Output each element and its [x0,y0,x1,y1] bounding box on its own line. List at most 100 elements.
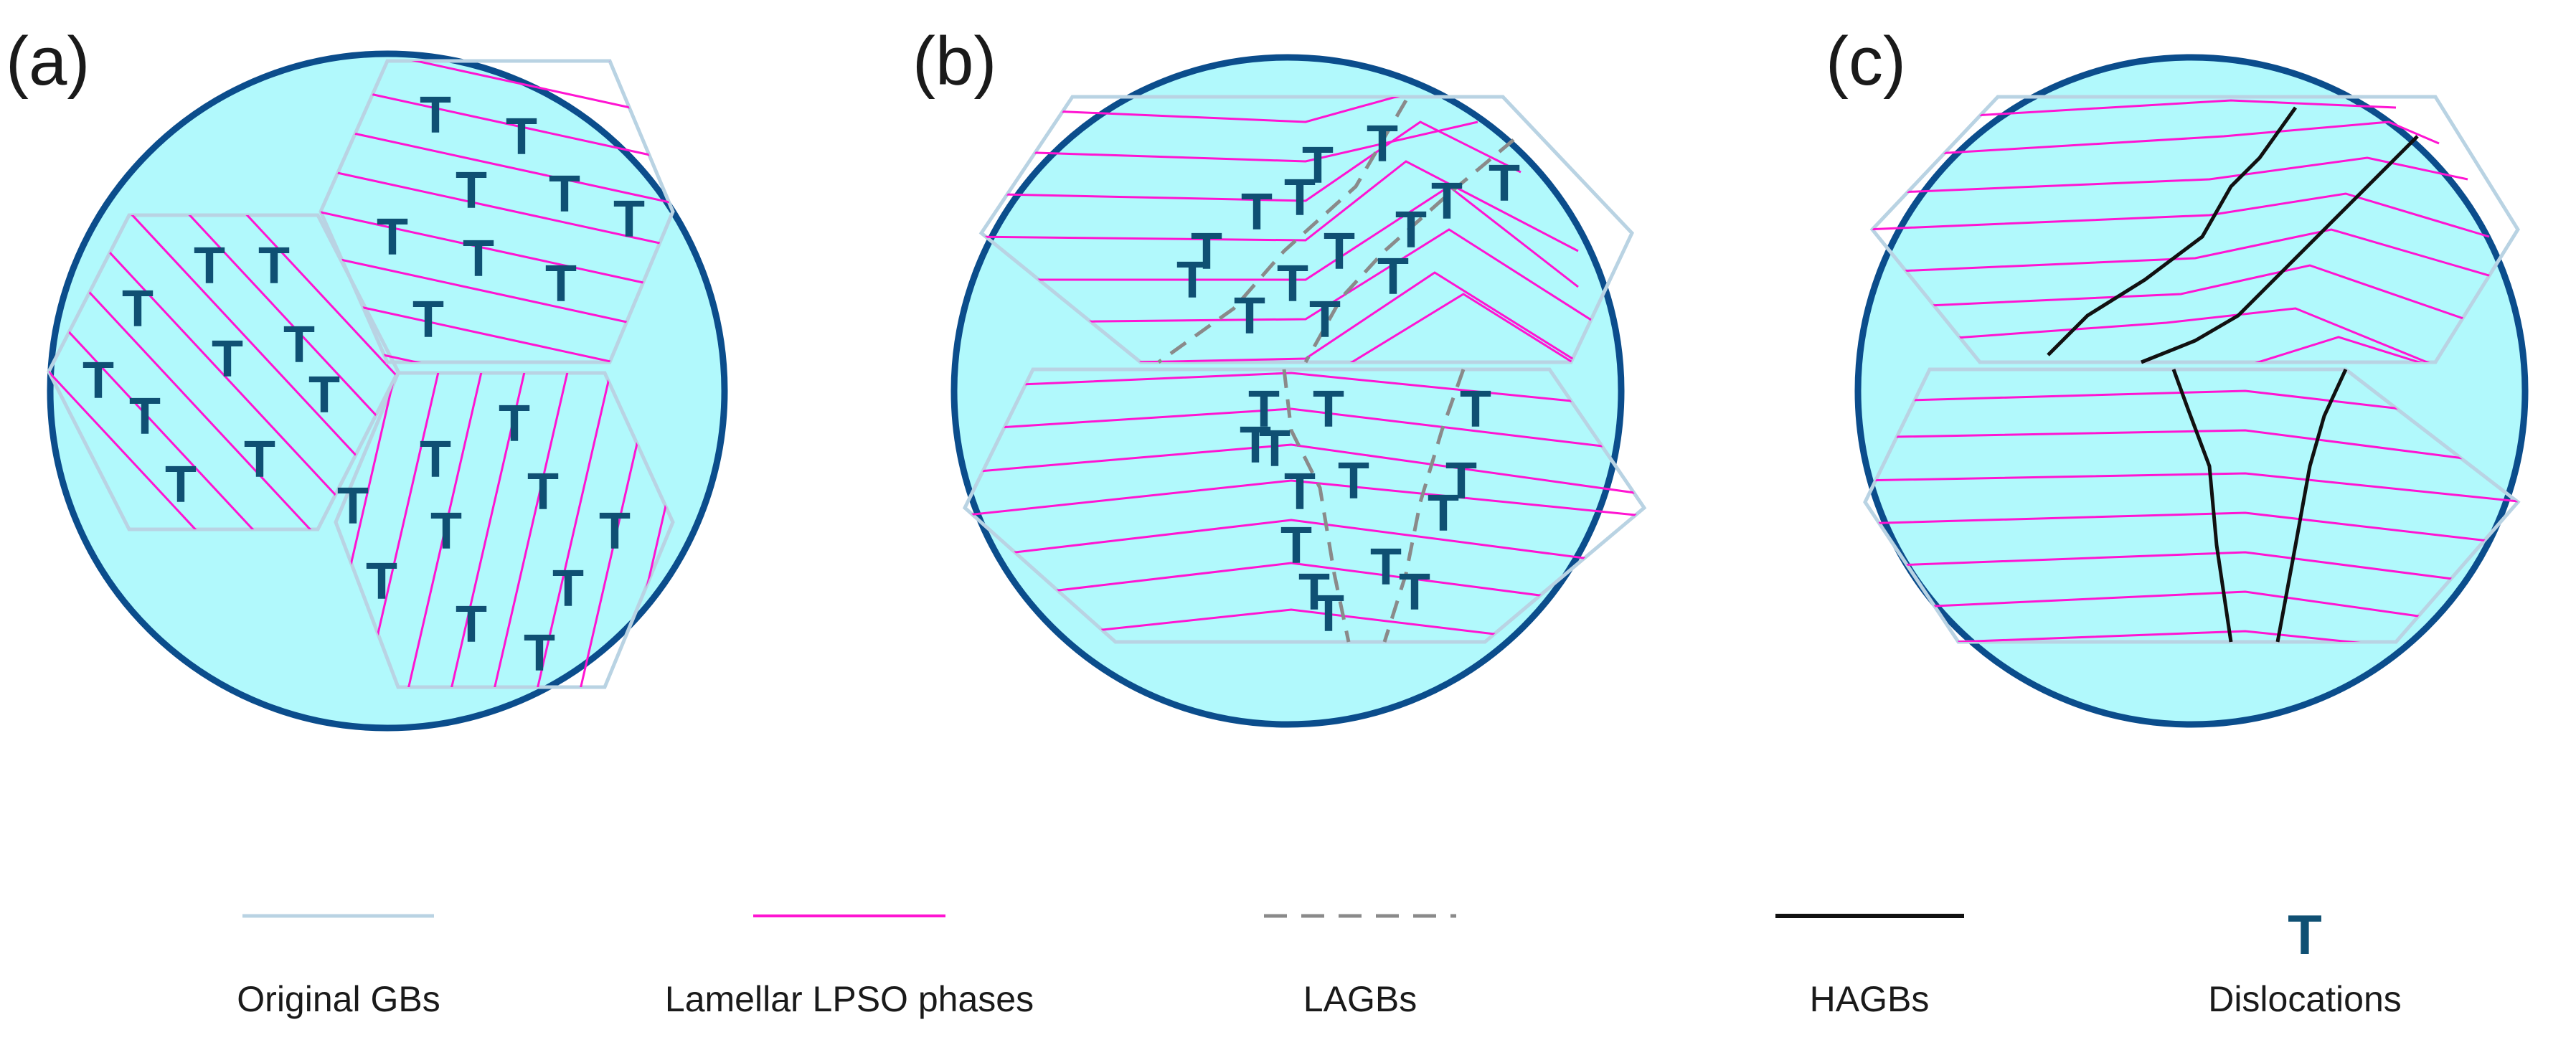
original-gb-a-top [319,59,675,364]
legend-label-original-gbs: Original GBs [237,979,440,1019]
dislocation-symbol: T [1367,115,1398,173]
dislocation-symbol: T [377,209,408,266]
dislocation-symbol: T [420,431,451,488]
dislocation-symbol: T [549,166,580,223]
dislocation-symbol: T [499,395,530,453]
dislocation-symbol: T [1302,137,1334,194]
legend-item-dislocations: T Dislocations [2208,903,2402,1019]
dislocation-symbol: T [258,237,290,295]
legend-label-dislocations: Dislocations [2208,979,2402,1019]
dislocation-symbol: T [1338,453,1369,510]
lpso-lamellae-b-bottom [965,372,1644,642]
dislocation-symbol: T [212,331,243,388]
dislocation-symbol: T [1445,453,1477,510]
dislocations-a-left: T T T T T T T T T T [82,237,340,514]
sample-circle-b [950,54,1625,728]
dislocation-symbol: T [1191,223,1222,280]
grain-c-bottom [1863,367,2521,644]
dislocation-symbol: T [1284,169,1316,227]
dislocation-symbol: T [1370,539,1402,596]
legend-item-lagbs: LAGBs [1264,914,1456,1019]
panel-label-c: (c) [1826,23,1906,100]
dislocation-symbol: T [1313,585,1344,643]
legend-label-lagbs: LAGBs [1303,979,1417,1019]
grain-a-bottom: T T T T T T T T T T [334,371,675,689]
dislocation-symbol: T [552,560,584,618]
dislocation-symbol: T [506,108,537,166]
legend-label-hagbs: HAGBs [1810,979,1930,1019]
dislocation-symbol: T [412,291,444,349]
dislocation-symbol: T [1248,381,1280,438]
hagbs-c-bottom [2171,368,2348,643]
dislocation-symbol: T [1234,288,1265,345]
dislocation-symbol: T [165,456,197,514]
lagbs-b-top [1157,99,1515,364]
dislocation-symbol: T [613,191,645,248]
legend-item-original-gbs: Original GBs [237,914,440,1019]
dislocation-symbol: T [463,230,494,288]
lagbs-b-bottom [1282,369,1466,643]
dislocation-symbol: T [599,503,631,560]
panel-a: (a) T T T T T T T T T [6,23,728,732]
dislocation-symbol: T [1428,485,1459,542]
lpso-lamellae-b-top [981,97,1608,362]
dislocation-symbol: T [82,352,114,410]
dislocation-symbol: T [122,280,154,338]
dislocation-symbol: T [1280,517,1312,575]
legend-item-lpso: Lamellar LPSO phases [665,914,1034,1019]
dislocation-symbol: T [527,463,559,521]
dislocation-symbol: T [1240,417,1271,474]
dislocation-symbol: T [524,625,555,682]
dislocation-symbol: T [1399,564,1430,621]
dislocation-symbol: T [1277,255,1308,313]
panel-c: (c) [1826,23,2529,728]
legend-label-lpso: Lamellar LPSO phases [665,979,1034,1019]
grain-c-top [1869,95,2520,364]
dislocation-symbol: T [1460,381,1491,438]
dislocation-symbol: T [456,162,487,219]
dislocation-symbol: T [308,367,340,424]
lpso-lamellae-c-top [1872,99,2504,362]
grain-a-left: T T T T T T T T T T [47,213,400,531]
panel-label-b: (b) [912,23,996,100]
grain-b-bottom: T T T T T T T T T T T T T T [962,367,1647,644]
dislocation-symbol: T [244,431,275,488]
panel-b: (b) T T T T T [912,23,1647,728]
dislocation-symbol: T [1284,463,1316,521]
dislocation-symbol: T [430,503,462,560]
dislocation-symbol: T [1313,381,1344,438]
dislocation-symbol: T [1488,155,1520,212]
legend: Original GBs Lamellar LPSO phases LAGBs … [237,903,2402,1019]
original-gb-c-top [1869,95,2520,364]
dislocation-symbol: T [129,388,161,445]
dislocation-symbol: T [1241,184,1273,241]
dislocation-symbol: T [456,596,487,653]
dislocation-symbol: T [545,255,577,313]
legend-swatch-dislocation-symbol: T [2288,903,2322,966]
dislocation-symbol: T [420,87,451,144]
dislocations-a-bottom: T T T T T T T T T T [337,395,631,682]
dislocations-a-top: T T T T T T T T T [377,87,645,349]
dislocation-symbol: T [194,237,225,295]
dislocation-symbol: T [283,316,315,374]
panel-label-a: (a) [6,23,90,100]
sample-circle-c [1854,54,2529,728]
dislocation-symbol: T [1309,291,1341,349]
dislocation-symbol: T [1324,223,1355,280]
legend-item-hagbs: HAGBs [1775,914,1964,1019]
original-gb-a-bottom [334,371,675,689]
grain-a-top: T T T T T T T T T [319,59,675,364]
original-gb-b-bottom [962,367,1647,644]
hagbs-c-top [2047,106,2419,364]
dislocations-b-top: T T T T T T T T T T T T T T [1176,115,1520,349]
dislocation-symbol: T [1259,420,1291,478]
grain-b-top: T T T T T T T T T T T T T T [978,95,1634,364]
dislocation-symbol: T [1298,564,1330,621]
dislocation-symbol: T [366,553,397,610]
dislocation-symbol: T [1377,248,1409,306]
dislocation-symbol: T [1176,252,1208,309]
dislocation-symbol: T [1395,202,1427,259]
dislocation-symbol: T [337,478,369,535]
dislocations-b-bottom: T T T T T T T T T T T T T T [1240,381,1491,643]
